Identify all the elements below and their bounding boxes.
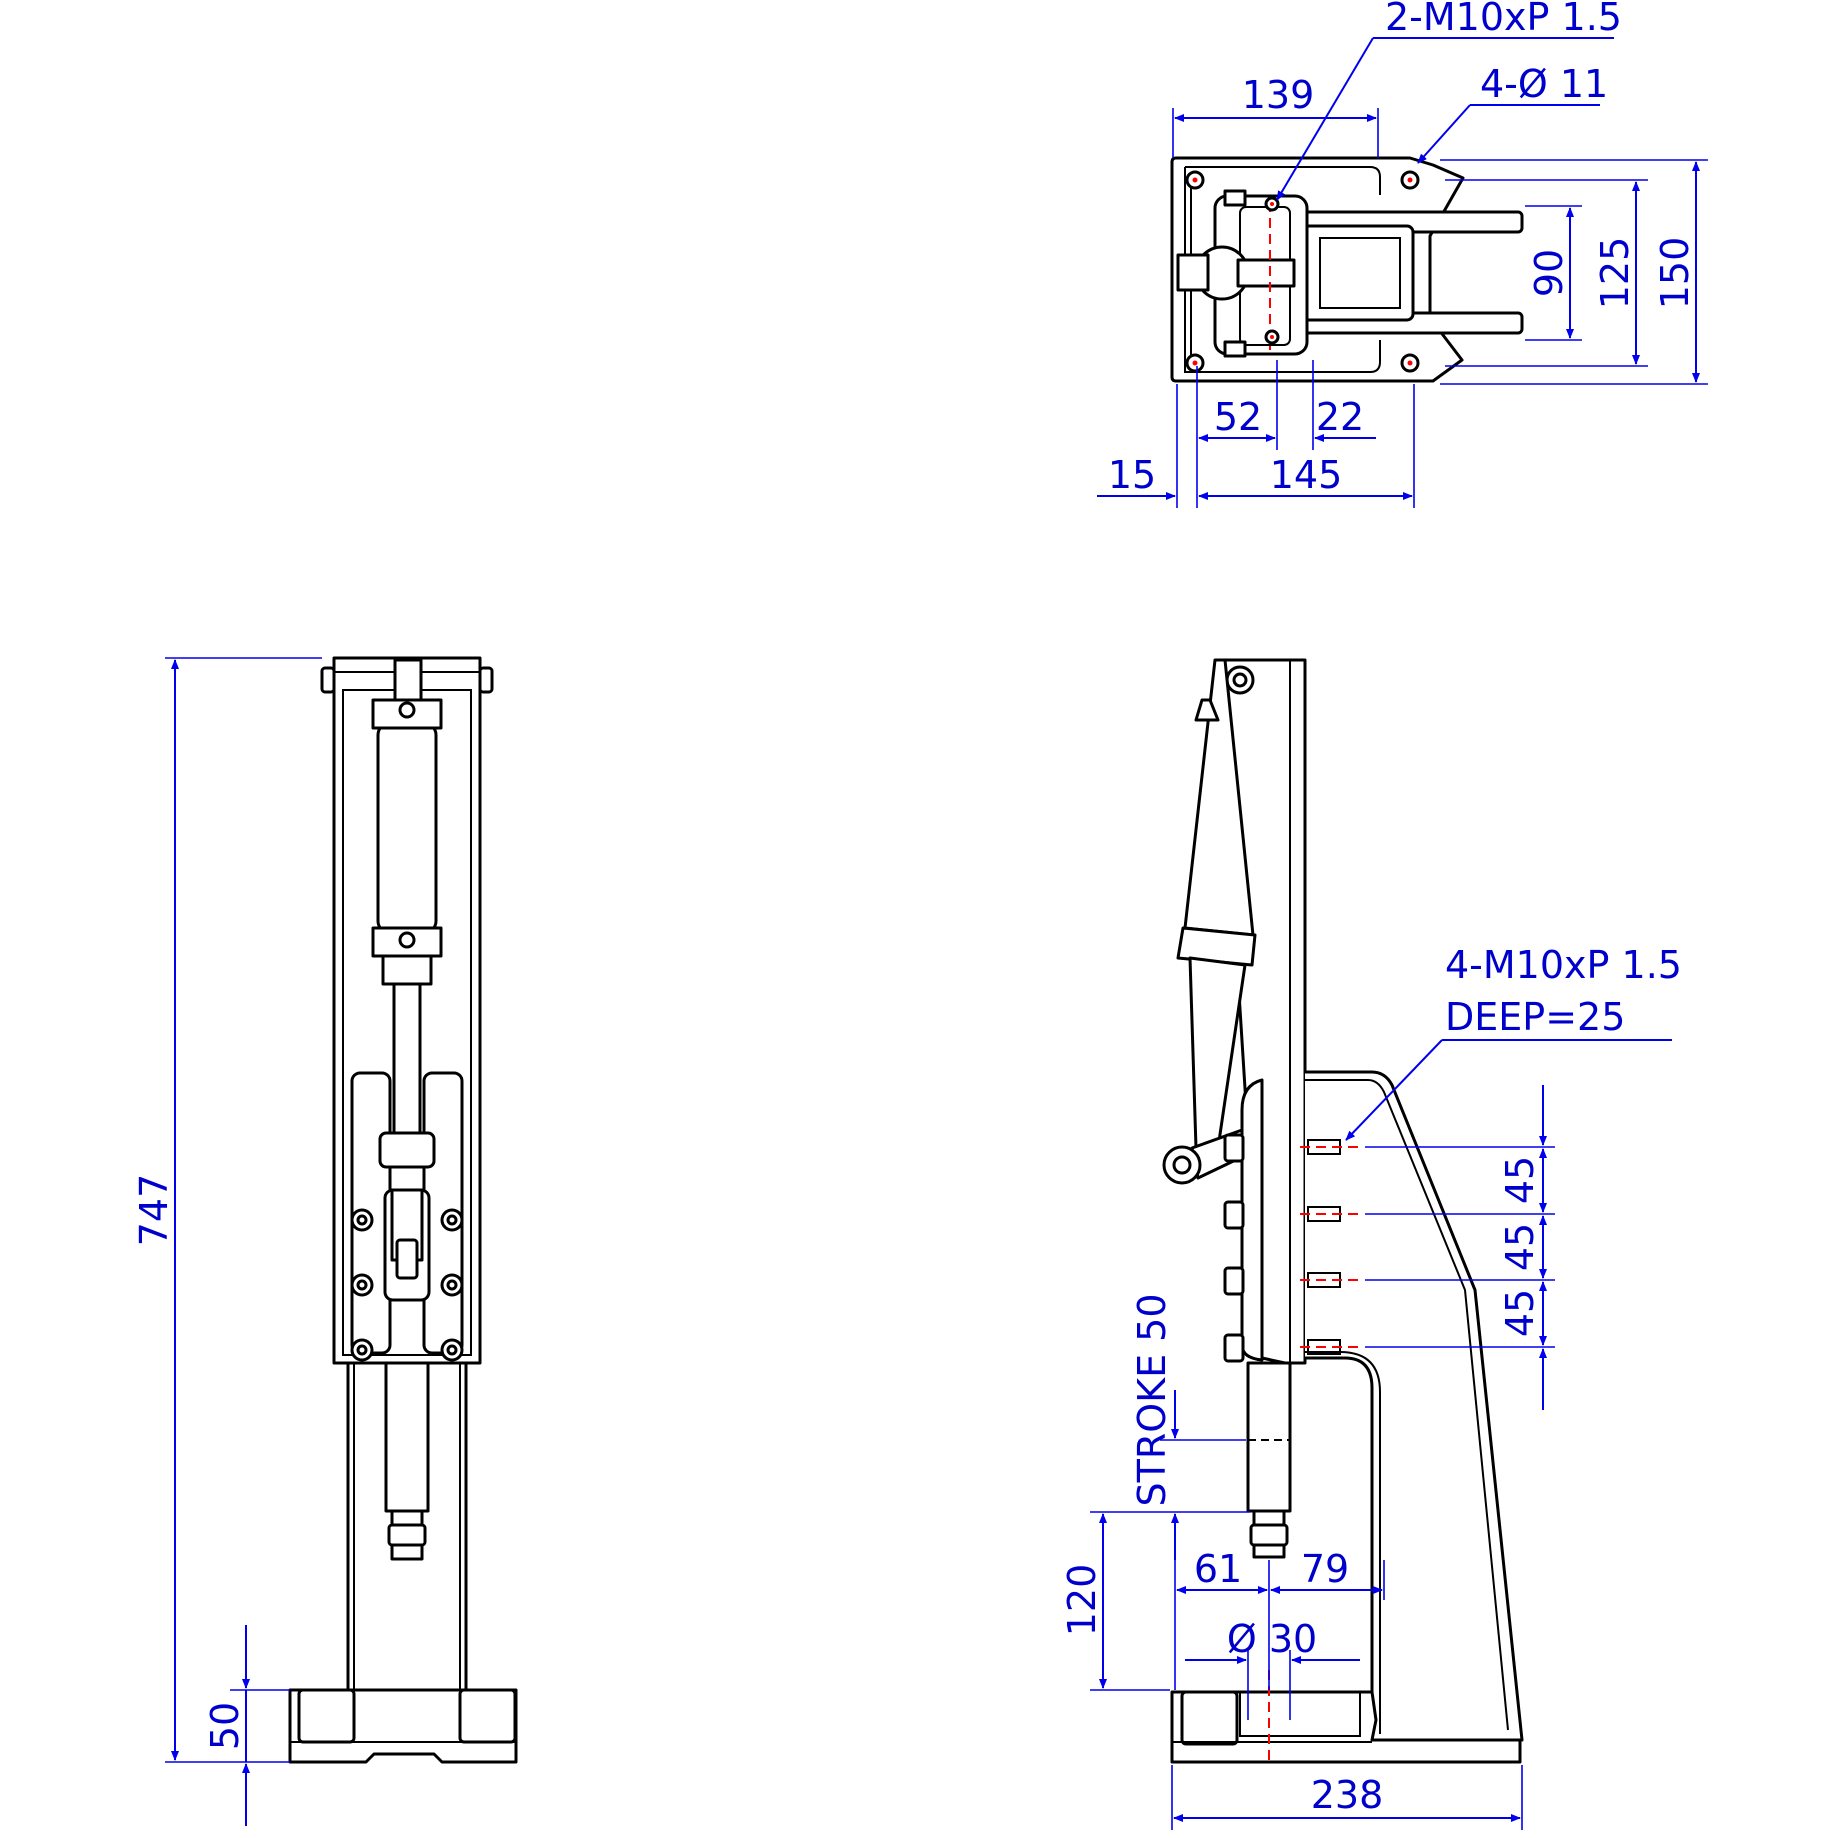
front-view-cylinder xyxy=(376,721,438,935)
dim-90: 90 xyxy=(1527,249,1571,297)
side-view-column-arm xyxy=(1305,1070,1524,1742)
side-view-plunger xyxy=(1246,1361,1292,1513)
side-view-bolt-heads xyxy=(1223,1133,1245,1363)
hole-label: 4-Ø 11 xyxy=(1480,62,1608,106)
top-view: 139 2-M10xP 1.5 4-Ø 11 90 125 150 xyxy=(1097,0,1708,508)
dim-61: 61 xyxy=(1194,1547,1242,1591)
top-view-mount-holes xyxy=(1185,170,1420,373)
stroke-label: STROKE 50 xyxy=(1130,1293,1174,1506)
dim-22: 22 xyxy=(1316,395,1364,439)
dim-150: 150 xyxy=(1653,237,1697,310)
dim-15: 15 xyxy=(1108,453,1156,497)
thread-label-top: 2-M10xP 1.5 xyxy=(1385,0,1622,39)
side-view-base xyxy=(1170,1690,1522,1764)
front-view-piston-rod xyxy=(392,982,422,1146)
top-view-inner-frame xyxy=(1184,166,1381,373)
side-view-clamp-block xyxy=(1240,1078,1264,1362)
dim-747: 747 xyxy=(132,1174,176,1247)
dim-45-c: 45 xyxy=(1498,1289,1542,1337)
side-view-dimensions: 4-M10xP 1.5 DEEP=25 45 45 45 STROKE 50 xyxy=(1060,943,1682,1830)
top-view-dimensions: 139 2-M10xP 1.5 4-Ø 11 90 125 150 xyxy=(1097,0,1708,508)
front-view-dimensions: 747 50 xyxy=(132,657,322,1826)
dim-45-b: 45 xyxy=(1498,1223,1542,1271)
thread-label-side-2: DEEP=25 xyxy=(1445,995,1625,1039)
dim-79: 79 xyxy=(1301,1547,1349,1591)
dim-120: 120 xyxy=(1060,1564,1104,1637)
front-view-bolts xyxy=(350,1208,464,1362)
dim-238: 238 xyxy=(1311,1773,1384,1817)
dim-diameter-30: Ø 30 xyxy=(1227,1617,1317,1661)
dim-145: 145 xyxy=(1270,453,1343,497)
thread-label-side-1: 4-M10xP 1.5 xyxy=(1445,943,1682,987)
dim-52: 52 xyxy=(1214,395,1262,439)
side-view-threaded-holes xyxy=(1300,1139,1358,1355)
dim-139: 139 xyxy=(1242,73,1315,117)
front-view: 747 50 xyxy=(132,656,518,1826)
dim-45-a: 45 xyxy=(1498,1156,1542,1204)
side-view: 4-M10xP 1.5 DEEP=25 45 45 45 STROKE 50 xyxy=(1060,658,1682,1830)
front-view-plunger xyxy=(384,1361,430,1513)
dim-125: 125 xyxy=(1593,237,1637,310)
dim-50: 50 xyxy=(203,1702,247,1750)
